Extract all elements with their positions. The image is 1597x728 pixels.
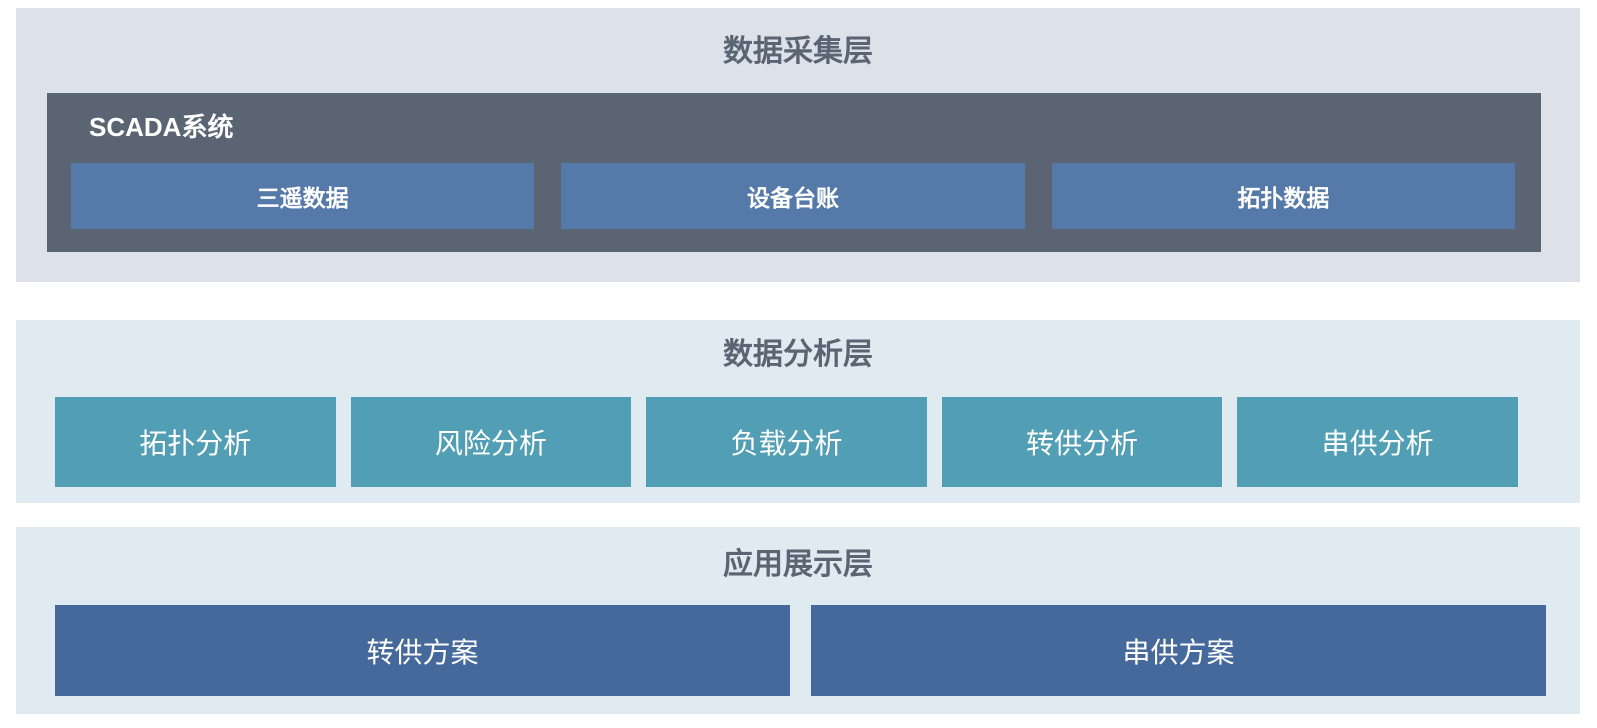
data-collection-layer-title: 数据采集层 xyxy=(723,35,873,68)
data-collection-layer: 数据采集层 SCADA系统 三遥数据 设备台账 拓扑数据 xyxy=(16,8,1580,282)
box-equipment-ledger: 设备台账 xyxy=(561,163,1025,229)
box-topology-analysis: 拓扑分析 xyxy=(55,397,336,487)
box-topology-data: 拓扑数据 xyxy=(1051,163,1515,229)
analysis-row: 拓扑分析 风险分析 负载分析 转供分析 串供分析 xyxy=(55,397,1518,487)
data-analysis-layer-title: 数据分析层 xyxy=(723,338,873,371)
box-series-supply-plan: 串供方案 xyxy=(811,605,1546,696)
box-risk-analysis: 风险分析 xyxy=(350,397,632,487)
scada-system-group: SCADA系统 三遥数据 设备台账 拓扑数据 xyxy=(47,93,1541,252)
box-remote-data: 三遥数据 xyxy=(71,163,535,229)
application-display-layer-title: 应用展示层 xyxy=(723,548,873,581)
box-transfer-supply-plan: 转供方案 xyxy=(55,605,790,696)
scada-system-title: SCADA系统 xyxy=(89,112,234,142)
box-transfer-supply-analysis: 转供分析 xyxy=(941,397,1223,487)
box-load-analysis: 负载分析 xyxy=(646,397,927,487)
application-row: 转供方案 串供方案 xyxy=(55,605,1546,696)
box-series-supply-analysis: 串供分析 xyxy=(1237,397,1518,487)
data-analysis-layer: 数据分析层 拓扑分析 风险分析 负载分析 转供分析 串供分析 xyxy=(16,320,1580,503)
application-display-layer: 应用展示层 转供方案 串供方案 xyxy=(16,527,1580,714)
scada-data-row: 三遥数据 设备台账 拓扑数据 xyxy=(71,163,1515,229)
